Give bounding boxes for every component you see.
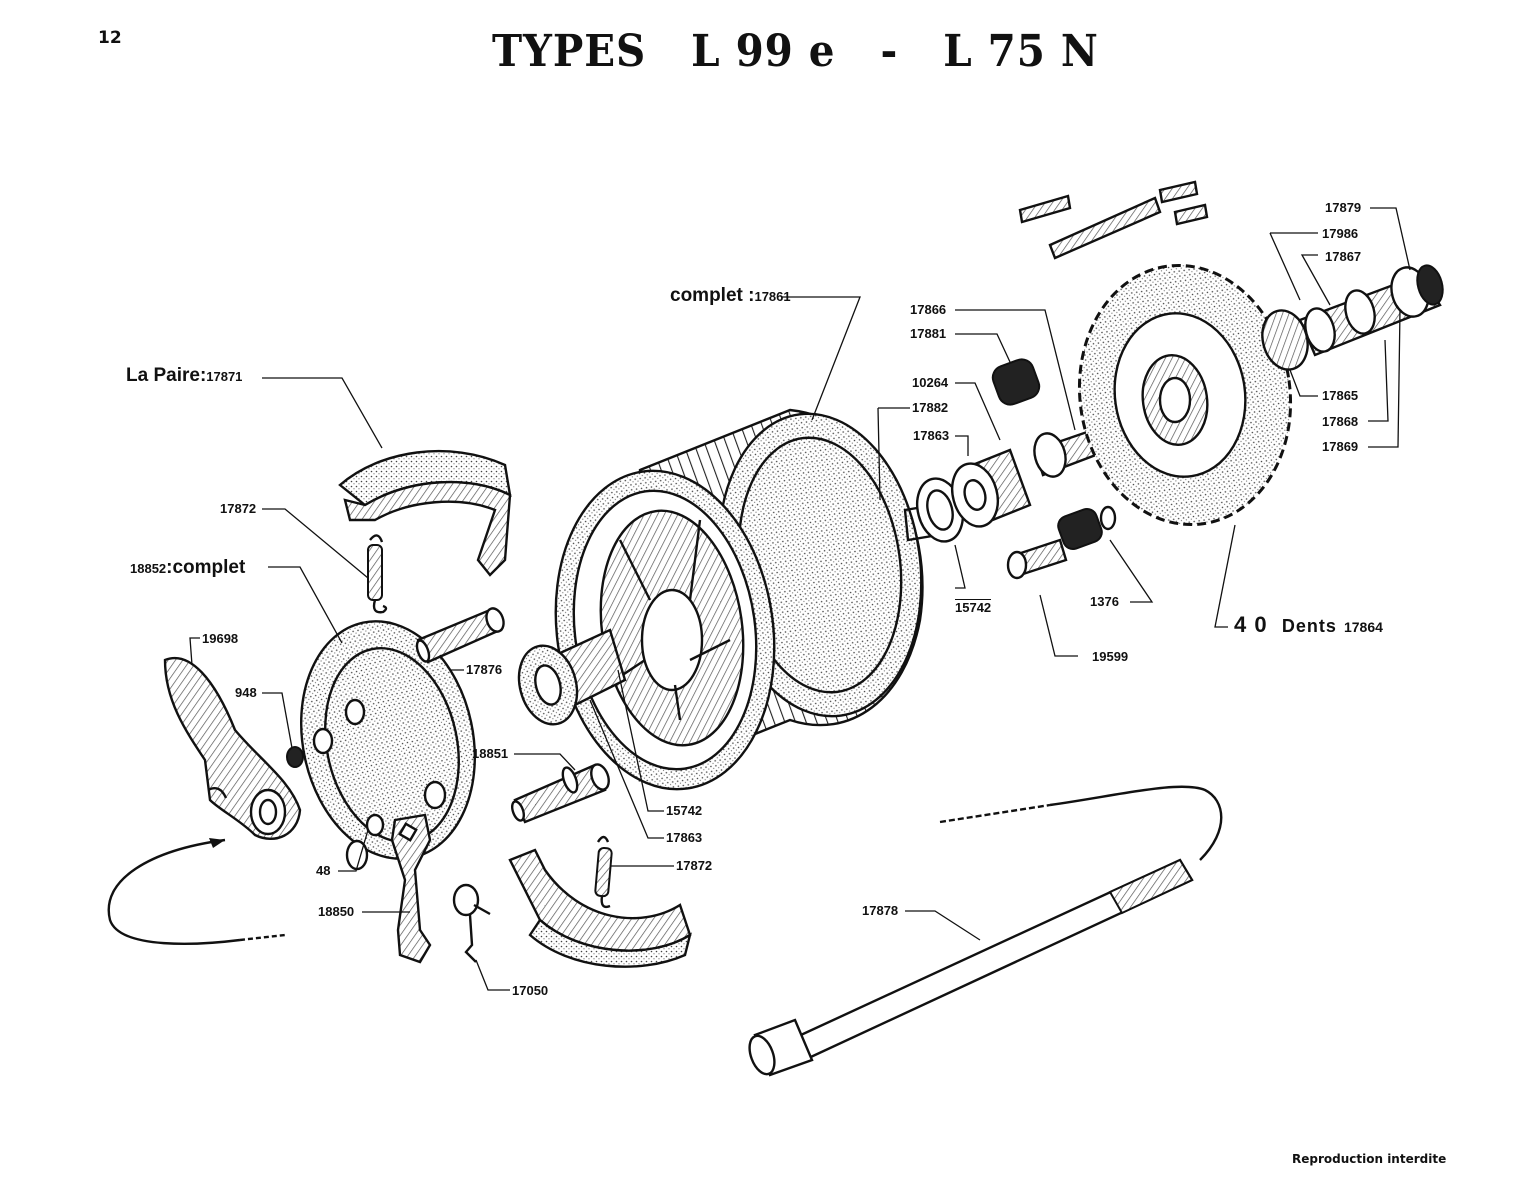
chain-links — [1018, 180, 1209, 260]
label-17872-top: 17872 — [220, 501, 257, 516]
hub-body — [554, 408, 940, 791]
label-la-paire-code: 17871 — [206, 369, 243, 384]
label-la-paire-text: La Paire — [126, 365, 200, 386]
pin-17876 — [415, 607, 505, 664]
nut-1376 — [1057, 505, 1117, 550]
label-17865: 17865 — [1322, 388, 1359, 403]
label-17050: 17050 — [512, 983, 549, 998]
label-17866: 17866 — [910, 302, 947, 317]
bush-17881 — [991, 358, 1041, 406]
page-title: TYPES L 99 e - L 75 N — [492, 26, 1099, 77]
spring-top — [367, 534, 388, 614]
spring-bottom — [594, 835, 613, 909]
label-17878: 17878 — [862, 903, 899, 918]
label-18850: 18850 — [318, 904, 355, 919]
label-17876: 17876 — [466, 662, 503, 677]
label-15742-left: 15742 — [666, 803, 703, 818]
label-17869: 17869 — [1322, 439, 1359, 454]
label-backplate-complete: 18852:complet — [130, 557, 246, 578]
label-17863-left: 17863 — [666, 830, 703, 845]
label-15742-right: 15742 — [955, 599, 992, 615]
label-17863-right: 17863 — [913, 428, 950, 443]
label-complet-text: complet — [670, 285, 743, 306]
label-948: 948 — [235, 685, 257, 700]
label-teeth-count: 4 0 — [1234, 612, 1268, 637]
label-backplate-code: 18852 — [130, 561, 167, 576]
label-17879: 17879 — [1325, 200, 1362, 215]
washer-948-shape — [286, 746, 304, 768]
label-48: 48 — [316, 863, 331, 878]
label-17868: 17868 — [1322, 414, 1359, 429]
brake-shoe-bottom — [508, 848, 692, 968]
brake-arm — [390, 813, 432, 964]
label-sprocket-40-teeth: 4 0 Dents 17864 — [1234, 614, 1383, 636]
torsion-spring — [452, 883, 491, 963]
label-hub-complete: complet :17861 — [670, 285, 791, 306]
label-complet-code: 17861 — [754, 289, 791, 304]
label-dents-word: Dents — [1281, 616, 1337, 636]
label-17872-bottom: 17872 — [676, 858, 713, 873]
axle — [748, 858, 1194, 1077]
bolt-19599 — [1006, 538, 1068, 580]
label-17881: 17881 — [910, 326, 947, 341]
label-17882: 17882 — [912, 400, 949, 415]
hub-left-bearing — [517, 628, 627, 726]
sprocket — [1077, 263, 1293, 527]
label-sprocket-code: 17864 — [1343, 619, 1383, 635]
brake-shoe-top — [338, 449, 512, 577]
label-17986: 17986 — [1322, 226, 1359, 241]
label-19698: 19698 — [202, 631, 239, 646]
label-18851: 18851 — [472, 746, 509, 761]
brake-lever — [163, 657, 302, 840]
pin-18851 — [510, 763, 610, 824]
label-19599: 19599 — [1092, 649, 1129, 664]
label-1376: 1376 — [1090, 594, 1119, 609]
right-spindle-stack — [1261, 264, 1444, 371]
footer-copyright: Reproduction interdite — [1292, 1152, 1447, 1166]
label-10264: 10264 — [912, 375, 949, 390]
label-brake-shoes-pair: La Paire:17871 — [126, 365, 243, 386]
bearing-17863-right — [950, 448, 1032, 528]
label-17867: 17867 — [1325, 249, 1362, 264]
leader-lines — [189, 207, 1411, 991]
assembly-arrows — [107, 785, 1223, 945]
page-number: 12 — [98, 28, 122, 48]
label-backplate-text: complet — [172, 557, 246, 578]
